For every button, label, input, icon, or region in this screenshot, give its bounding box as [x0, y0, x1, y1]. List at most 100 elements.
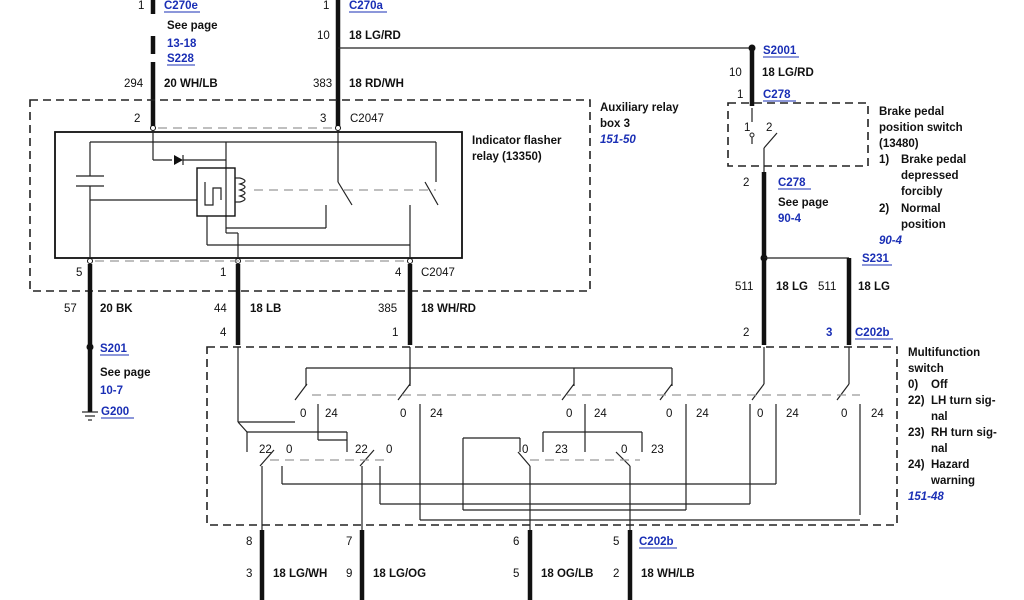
contact-0-g: 0	[286, 444, 292, 456]
mf-pin-2: 2	[743, 327, 749, 339]
contact-24-c: 24	[594, 408, 607, 420]
mf-title-2: switch	[908, 363, 944, 375]
brake-switch-box	[727, 102, 869, 167]
brake-ref-link[interactable]: 90-4	[879, 235, 903, 247]
contact-0-c: 0	[566, 408, 572, 420]
auxiliary-relay-box	[29, 99, 591, 292]
contact-0-h: 0	[386, 444, 392, 456]
bottom-gauge-lgwh: 18 LG/WH	[273, 568, 327, 580]
circuit-294-label: 294	[124, 78, 144, 90]
multifunction-internal-circuit	[237, 347, 861, 530]
c202b-top-link[interactable]: C202b	[855, 327, 890, 339]
circuit-44-label: 44	[214, 303, 227, 315]
bottom-pin-8: 8	[246, 536, 252, 548]
mf-pin-3: 3	[826, 327, 832, 339]
contact-0-j: 0	[621, 444, 627, 456]
circuit-385-label: 385	[378, 303, 397, 315]
contact-0-e: 0	[757, 408, 763, 420]
gauge-lgrd2-label: 18 LG/RD	[762, 67, 814, 79]
s201-splice-link[interactable]: S201	[100, 343, 127, 355]
mf-item-1-line2: nal	[931, 411, 948, 423]
relay-pin-4: 4	[395, 267, 402, 279]
contact-24-e: 24	[786, 408, 799, 420]
c278-bottom-link[interactable]: C278	[778, 177, 806, 189]
brake-item-2-num: 2)	[879, 203, 889, 215]
brake-item-1-line1: Brake pedal	[901, 154, 966, 166]
mf-item-3-line1: Hazard	[931, 459, 969, 471]
s2001-splice-link[interactable]: S2001	[763, 45, 797, 57]
gauge-294-label: 20 WH/LB	[164, 78, 218, 90]
c270a-connector-link[interactable]: C270a	[349, 0, 383, 12]
mf-item-3-num: 24)	[908, 459, 925, 471]
bottom-gauge-oglb: 18 OG/LB	[541, 568, 593, 580]
c278-bottom-pin: 2	[743, 177, 749, 189]
c278-top-link[interactable]: C278	[763, 89, 791, 101]
brake-contact-2: 2	[766, 122, 772, 134]
contact-22-a: 22	[259, 444, 272, 456]
contact-24-f: 24	[871, 408, 884, 420]
circuit-57-label: 57	[64, 303, 77, 315]
relay-box-title-1: Auxiliary relay	[600, 102, 679, 114]
brake-item-1-line3: forcibly	[901, 186, 943, 198]
brake-switch-contact	[763, 132, 778, 149]
bottom-gauge-lgog: 18 LG/OG	[373, 568, 426, 580]
see-page-2-label: See page	[778, 197, 829, 209]
contact-23-b: 23	[651, 444, 664, 456]
brake-contact-1: 1	[744, 122, 750, 134]
contact-24-a: 24	[325, 408, 338, 420]
contact-23-a: 23	[555, 444, 568, 456]
contact-0-d: 0	[666, 408, 672, 420]
gauge-lgrd-label: 18 LG/RD	[349, 30, 401, 42]
mf-item-1-num: 22)	[908, 395, 925, 407]
mf-item-2-line2: nal	[931, 443, 948, 455]
bottom-pin-7: 7	[346, 536, 352, 548]
flasher-internal-circuit	[76, 131, 439, 258]
c202b-bottom-link[interactable]: C202b	[639, 536, 674, 548]
see-page-link[interactable]: 13-18	[167, 38, 197, 50]
pin-10-label: 10	[317, 30, 330, 42]
ground-icon	[82, 411, 98, 421]
bottom-pin-6: 6	[513, 536, 519, 548]
see-page-2-link[interactable]: 90-4	[778, 213, 802, 225]
gauge-383-label: 18 RD/WH	[349, 78, 404, 90]
mf-title-1: Multifunction	[908, 347, 980, 359]
circuit-511a-label: 511	[735, 281, 753, 293]
c278-top-pin: 1	[737, 89, 743, 101]
relay-pin-2: 2	[134, 113, 140, 125]
contact-0-b: 0	[400, 408, 406, 420]
see-page-label: See page	[167, 20, 218, 32]
mf-pin-4: 4	[220, 327, 227, 339]
contact-0-i: 0	[522, 444, 528, 456]
mf-item-2-num: 23)	[908, 427, 925, 439]
gauge-511a-label: 18 LG	[776, 281, 808, 293]
bottom-circuit-9: 9	[346, 568, 352, 580]
g200-ground-link[interactable]: G200	[101, 406, 129, 418]
contact-24-b: 24	[430, 408, 443, 420]
c270e-connector-link[interactable]: C270e	[164, 0, 198, 12]
gauge-385-label: 18 WH/RD	[421, 303, 476, 315]
brake-item-1-num: 1)	[879, 154, 889, 166]
relay-pin-5: 5	[76, 267, 82, 279]
gauge-511b-label: 18 LG	[858, 281, 890, 293]
c270a-pin: 1	[323, 0, 329, 12]
s231-splice-link[interactable]: S231	[862, 253, 889, 265]
ground-see-page-link[interactable]: 10-7	[100, 385, 123, 397]
multifunction-switch-box	[206, 346, 898, 526]
mf-item-0-num: 0)	[908, 379, 918, 391]
gauge-44-label: 18 LB	[250, 303, 281, 315]
mf-pin-1: 1	[392, 327, 398, 339]
brake-item-2-line2: position	[901, 219, 946, 231]
mf-ref-link[interactable]: 151-48	[908, 491, 944, 503]
mf-item-3-line2: warning	[930, 475, 975, 487]
s228-splice-link[interactable]: S228	[167, 53, 194, 65]
indicator-flasher-relay	[54, 131, 463, 259]
mf-item-2-line1: RH turn sig-	[931, 427, 997, 439]
mf-contact-labels: 0 24 0 24 0 24 0 24 0 24 0 24 22 0 22 0 …	[259, 408, 884, 456]
c2047-top-label: C2047	[350, 113, 384, 125]
circuit-383-label: 383	[313, 78, 332, 90]
bottom-circuit-3: 3	[246, 568, 252, 580]
brake-switch-title-3: (13480)	[879, 138, 919, 150]
relay-box-ref-link[interactable]: 151-50	[600, 134, 636, 146]
circuit-511b-label: 511	[818, 281, 836, 293]
relay-pin-1: 1	[220, 267, 226, 279]
